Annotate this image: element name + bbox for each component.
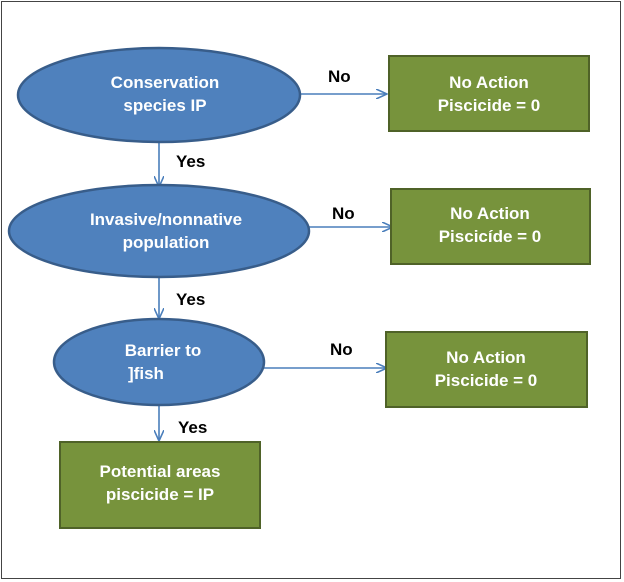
decision-barrier-fish: Barrier to ]fish [52,317,266,407]
outcome3-line2: Piscicide = 0 [435,371,538,390]
outcome-no-action-1: No Action Piscicide = 0 [388,55,590,132]
decision-conservation-line1: Conservation [111,73,220,92]
outcome-no-action-2: No Action Piscicíde = 0 [390,188,591,265]
decision-invasive-line1: Invasive/nonnative [90,210,242,229]
decision-barrier-line1: Barrier to [125,341,202,360]
outcome-no-action-3: No Action Piscicide = 0 [385,331,588,408]
outcome3-line1: No Action [446,348,526,367]
label-yes-3: Yes [178,418,207,437]
decision-conservation-species: Conservation species IP [16,46,302,144]
outcome2-line1: No Action [450,204,530,223]
outcome1-line1: No Action [449,73,529,92]
result-potential-areas: Potential areas piscicide = IP [59,441,261,529]
decision-invasive-line2: population [123,233,210,252]
decision-conservation-line2: species IP [123,96,206,115]
decision-invasive-population: Invasive/nonnative population [7,183,311,279]
label-yes-1: Yes [176,152,205,171]
outcome2-line2: Piscicíde = 0 [439,227,542,246]
label-no-2: No [332,204,355,223]
result-line1: Potential areas [100,462,221,481]
label-yes-2: Yes [176,290,205,309]
result-line2: piscicide = IP [106,485,214,504]
decision-barrier-line2: ]fish [128,364,164,383]
outcome1-line2: Piscicide = 0 [438,96,541,115]
label-no-3: No [330,340,353,359]
label-no-1: No [328,67,351,86]
